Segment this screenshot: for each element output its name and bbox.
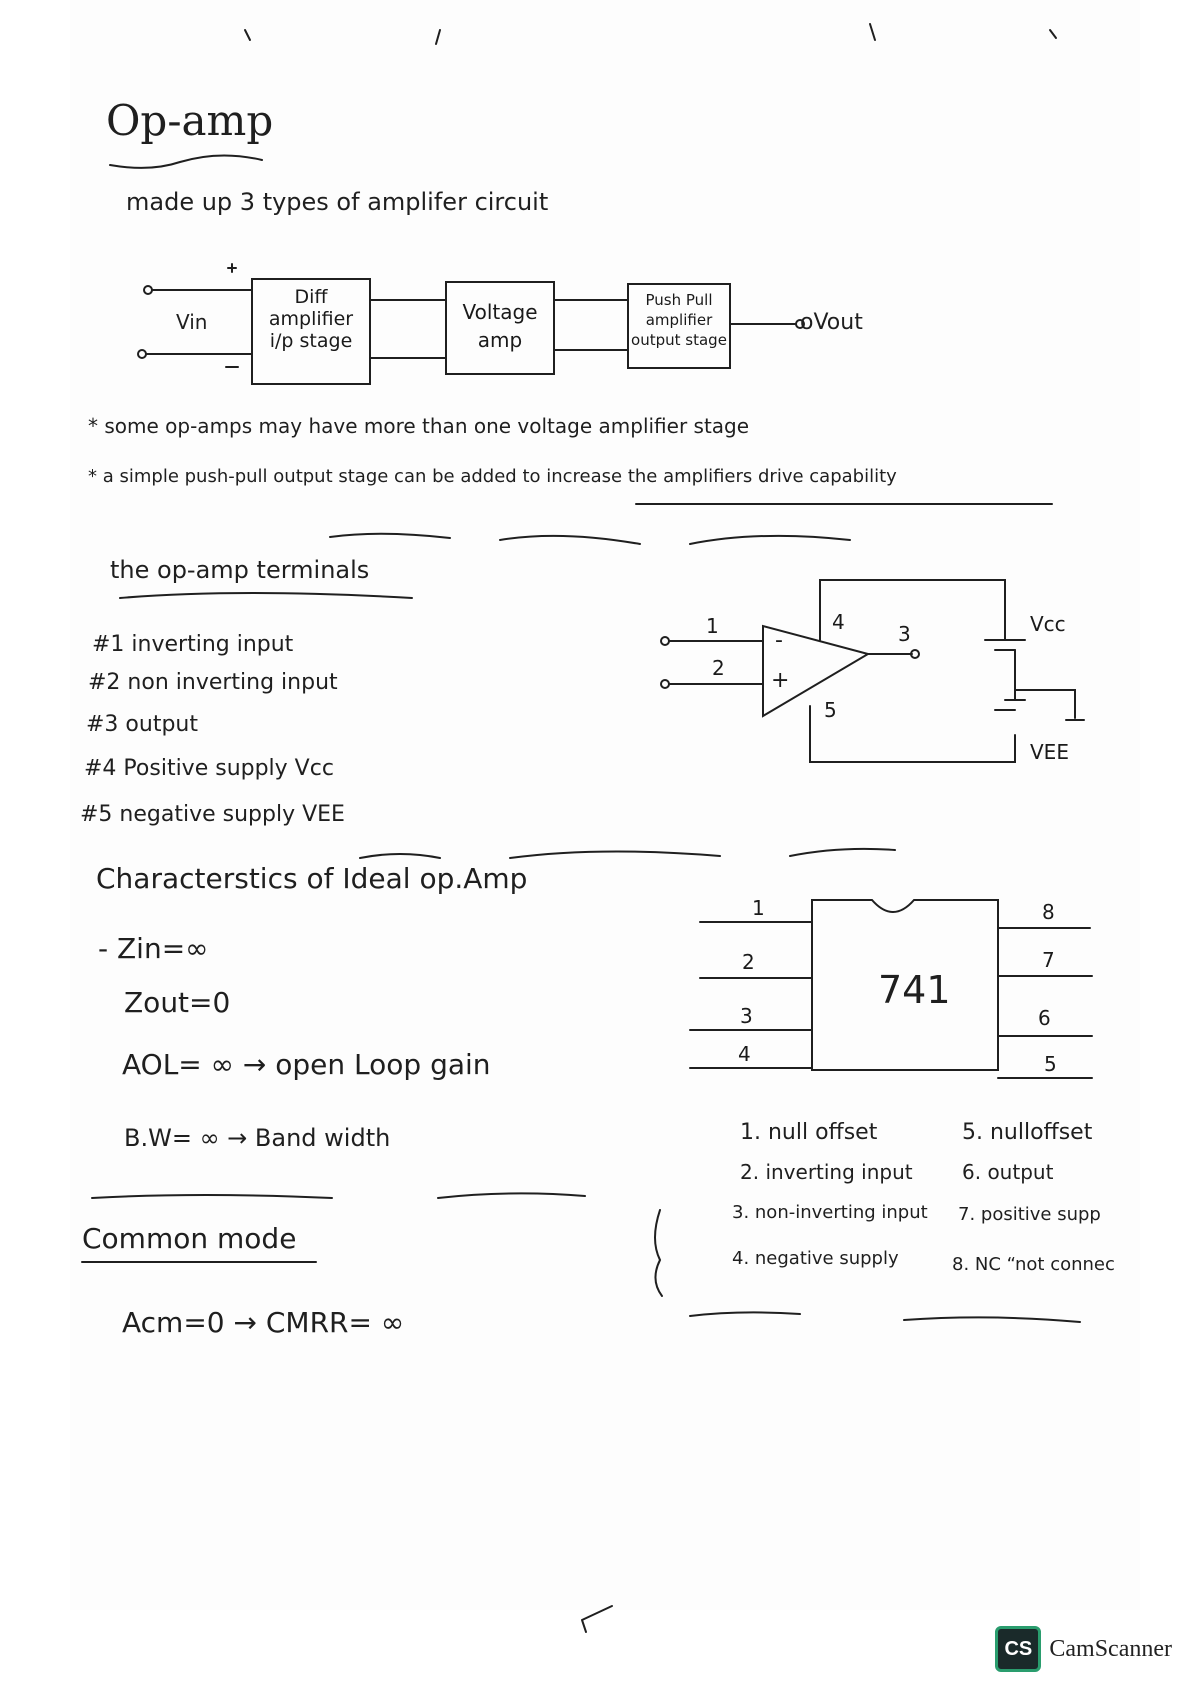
zin-line: - Zin=∞ <box>98 932 209 965</box>
ic-left-pin-2: 2 <box>742 950 755 974</box>
ic-desc-2: 2. inverting input <box>740 1160 913 1184</box>
ic-left-pin-4: 4 <box>738 1042 751 1066</box>
opamp-minus-sign: - <box>775 628 783 653</box>
diff-amp-block-label: Diff amplifier i/p stage <box>268 286 354 352</box>
bw-line: B.W= ∞ → Band width <box>124 1124 391 1152</box>
note-push-pull: * a simple push-pull output stage can be… <box>88 466 897 487</box>
ic-desc-4: 4. negative supply <box>732 1248 899 1269</box>
zout-line: Zout=0 <box>124 986 231 1019</box>
ic-right-pin-8: 8 <box>1042 900 1055 924</box>
binding-marks <box>244 23 1057 45</box>
camscanner-logo-text: CamScanner <box>1049 1635 1172 1662</box>
ic-desc-3: 3. non-inverting input <box>732 1202 928 1223</box>
vin-label: Vin <box>176 310 208 334</box>
push-pull-block-label: Push Pull amplifier output stage <box>631 291 727 349</box>
ic-right-pin-6: 6 <box>1038 1006 1051 1030</box>
ic-desc-1: 1. null offset <box>740 1120 878 1145</box>
voltage-amp-block-label: Voltage amp <box>462 300 538 352</box>
aol-line: AOL= ∞ → open Loop gain <box>122 1048 491 1081</box>
paper-sheet <box>70 0 1140 1610</box>
terminal-5: #5 negative supply VEE <box>80 802 345 827</box>
ic-right-pin-7: 7 <box>1042 948 1055 972</box>
opamp-pin-4: 4 <box>832 610 845 634</box>
title-underline <box>109 154 263 169</box>
opamp-pin-2: 2 <box>712 656 725 680</box>
terminal-2: #2 non inverting input <box>88 670 338 695</box>
opamp-symbol <box>660 579 1085 763</box>
camscanner-watermark: CS CamScanner <box>995 1626 1172 1672</box>
vout-label: oVout <box>800 310 863 335</box>
vcc-label: Vcc <box>1030 612 1066 636</box>
ic-desc-8: 8. NC “not connec <box>952 1254 1115 1275</box>
separator-2 <box>359 847 896 859</box>
ic-desc-7: 7. positive supp <box>958 1204 1101 1225</box>
separator-3 <box>91 1192 1081 1323</box>
ic-left-pin-1: 1 <box>752 896 765 920</box>
common-mode-heading: Common mode <box>82 1222 297 1255</box>
ideal-heading: Characterstics of Ideal op.Amp <box>96 862 528 895</box>
terminal-4: #4 Positive supply Vcc <box>84 756 334 781</box>
terminals-heading-underline <box>119 592 413 599</box>
ic-741-label: 741 <box>878 968 951 1012</box>
ic-desc-5: 5. nulloffset <box>962 1120 1093 1145</box>
separator-1 <box>329 532 851 545</box>
terminals-heading: the op-amp terminals <box>110 556 370 584</box>
block-diagram-wires <box>137 263 805 385</box>
opamp-pin-5: 5 <box>824 698 837 722</box>
terminal-1: #1 inverting input <box>92 632 294 657</box>
opamp-plus-sign: + <box>771 668 790 693</box>
page-title: Op-amp <box>106 96 274 145</box>
intro-text: made up 3 types of amplifer circuit <box>126 188 549 216</box>
vee-label: VEE <box>1030 740 1069 764</box>
ic-desc-6: 6. output <box>962 1160 1054 1184</box>
note-voltage-stage: * some op-amps may have more than one vo… <box>88 414 750 438</box>
terminal-3: #3 output <box>86 712 198 737</box>
opamp-pin-1: 1 <box>706 614 719 638</box>
ic-left-pin-3: 3 <box>740 1004 753 1028</box>
camscanner-logo-badge: CS <box>995 1626 1042 1672</box>
opamp-pin-3: 3 <box>898 622 911 646</box>
ic-741-package <box>689 899 1093 1079</box>
ic-right-pin-5: 5 <box>1044 1052 1057 1076</box>
common-mode-formula: Acm=0 → CMRR= ∞ <box>122 1306 405 1339</box>
stray-mark <box>581 1605 613 1633</box>
